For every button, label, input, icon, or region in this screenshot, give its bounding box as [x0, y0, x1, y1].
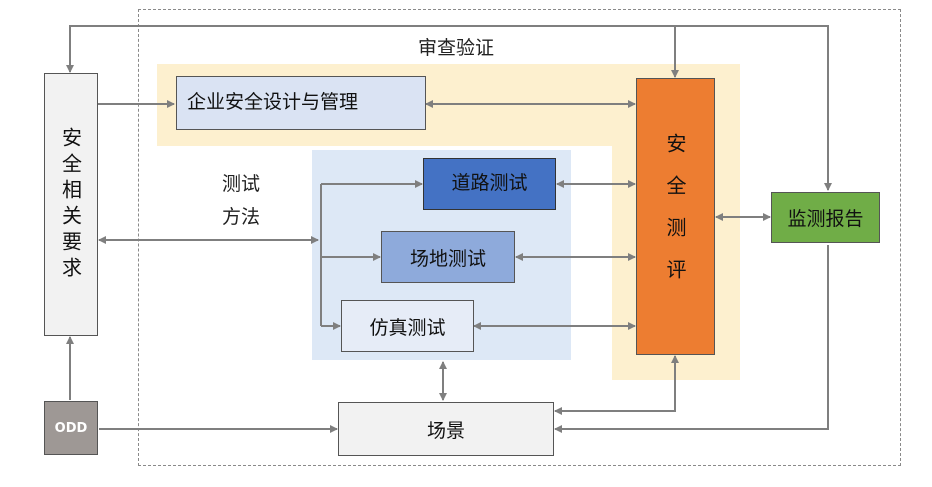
scenario-label: 场景	[426, 419, 465, 442]
road-test-label: 道路测试	[451, 172, 528, 194]
test-methods-label: 测试 方法	[222, 173, 261, 228]
odd-box: ODD	[44, 401, 98, 455]
scenario-box: 场景	[338, 402, 554, 456]
safety-requirements-box: 安全相关要求	[44, 73, 98, 336]
safety-eval-label: 安全测评	[663, 132, 687, 301]
safety-requirements-label: 安全相关要求	[58, 126, 83, 283]
enterprise-design-box: 企业安全设计与管理	[176, 76, 426, 130]
sim-test-box: 仿真测试	[341, 300, 474, 352]
site-test-label: 场地测试	[409, 247, 486, 270]
road-test-box: 道路测试	[423, 158, 556, 210]
review-label: 审查验证	[418, 37, 495, 59]
sim-test-label: 仿真测试	[369, 316, 446, 339]
safety-eval-box: 安全测评	[636, 78, 715, 355]
monitor-report-label: 监测报告	[787, 208, 864, 230]
odd-label: ODD	[54, 420, 88, 436]
enterprise-design-label: 企业安全设计与管理	[187, 91, 359, 113]
site-test-box: 场地测试	[381, 231, 515, 283]
monitor-report-box: 监测报告	[771, 192, 880, 243]
